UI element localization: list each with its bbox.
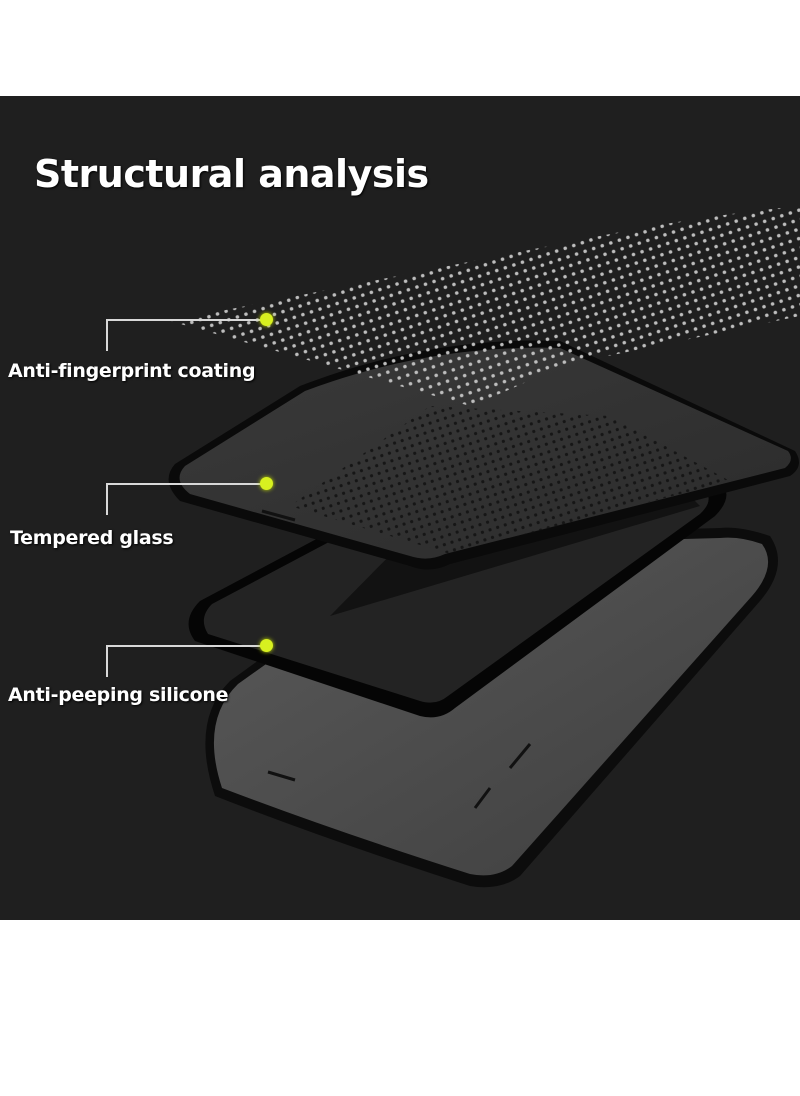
callout-dot-1 xyxy=(260,313,273,326)
callout-line-1 xyxy=(106,319,268,351)
page-title: Structural analysis xyxy=(34,152,429,196)
structure-panel: Structural analysis Anti-fingerprint coa… xyxy=(0,96,800,920)
layer-label-anti-fingerprint: Anti-fingerprint coating xyxy=(8,360,256,382)
tempered-glass-icon xyxy=(168,340,800,570)
callout-line-2 xyxy=(106,483,268,515)
callout-dot-3 xyxy=(260,639,273,652)
callout-line-3 xyxy=(106,645,268,677)
layer-label-tempered-glass: Tempered glass xyxy=(10,527,174,549)
layer-label-anti-peeping: Anti-peeping silicone xyxy=(8,684,229,706)
callout-dot-2 xyxy=(260,477,273,490)
exploded-layers-illustration xyxy=(168,206,800,888)
dotted-mesh-icon xyxy=(170,206,800,406)
